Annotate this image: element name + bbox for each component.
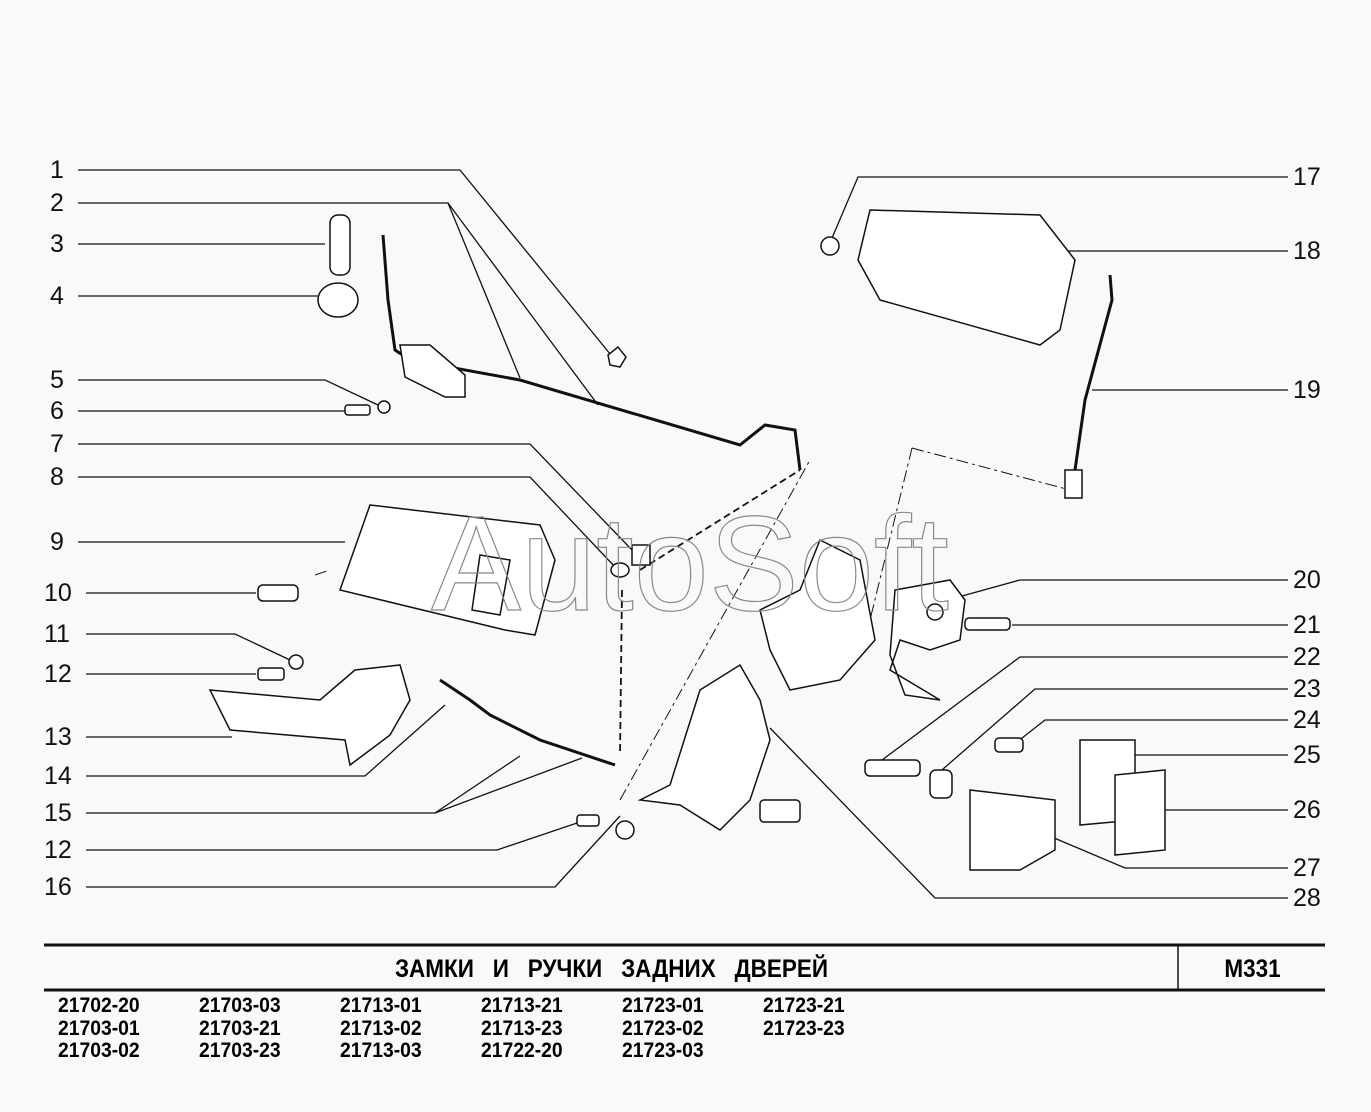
model-list: 21702-20 21703-03 21713-01 21713-21 21723-01… (58, 994, 904, 1063)
model-number: 21713-02 (340, 1016, 422, 1040)
callout-label: 12 (44, 836, 72, 864)
callout-label: 6 (50, 397, 64, 425)
diagram-code: М331 (1224, 955, 1281, 983)
callout-label: 4 (50, 282, 64, 310)
callout-label: 26 (1293, 796, 1321, 824)
model-number: 21723-01 (622, 994, 704, 1017)
model-number: 21723-03 (622, 1039, 704, 1062)
model-number: 21713-03 (340, 1039, 422, 1062)
leader-lines (78, 169, 1288, 899)
callout-label: 28 (1293, 884, 1321, 912)
model-number: 21703-21 (199, 1016, 281, 1040)
callout-label: 21 (1293, 611, 1321, 639)
callout-label: 11 (44, 620, 70, 648)
model-number: 21722-20 (481, 1039, 563, 1062)
callout-label: 9 (50, 528, 64, 556)
watermark: AutoSoft (431, 488, 949, 639)
callout-label: 2 (50, 189, 64, 217)
model-number: 21723-23 (763, 1016, 845, 1040)
callout-label: 13 (44, 723, 72, 751)
callout-label: 27 (1293, 854, 1321, 882)
model-number: 21703-01 (58, 1016, 140, 1040)
model-number: 21713-21 (481, 994, 563, 1017)
model-number: 21723-21 (763, 994, 845, 1017)
callout-label: 7 (50, 430, 64, 458)
footer-rules (44, 943, 1325, 992)
callout-label: 10 (44, 579, 72, 607)
callout-label: 8 (50, 463, 64, 491)
callout-label: 16 (44, 873, 72, 901)
model-number: 21703-02 (58, 1039, 140, 1062)
callout-label: 20 (1293, 566, 1321, 594)
model-number: 21723-02 (622, 1016, 704, 1040)
callout-label: 25 (1293, 741, 1321, 769)
callout-label: 17 (1293, 163, 1321, 191)
arrow-lines (619, 469, 801, 756)
model-number: 21703-23 (199, 1039, 281, 1062)
diagram-title: ЗАМКИ И РУЧКИ ЗАДНИХ ДВЕРЕЙ (394, 955, 829, 983)
callout-label: 15 (44, 799, 72, 827)
model-number: 21702-20 (58, 994, 140, 1017)
callout-label: 1 (50, 156, 64, 184)
callout-label: 19 (1293, 376, 1321, 404)
model-number: 21713-01 (340, 994, 422, 1017)
parts (208, 209, 1166, 871)
callout-label: 22 (1293, 643, 1321, 671)
callout-label: 18 (1293, 237, 1321, 265)
callout-label: 24 (1293, 706, 1321, 734)
callout-label: 3 (50, 230, 64, 258)
callout-label: 5 (50, 366, 64, 394)
callout-label: 14 (44, 762, 72, 790)
model-number: 21703-03 (199, 994, 281, 1017)
callout-label: 12 (44, 660, 72, 688)
callout-label: 23 (1293, 675, 1321, 703)
model-number: 21713-23 (481, 1016, 563, 1040)
assembly-lines (314, 447, 1071, 801)
